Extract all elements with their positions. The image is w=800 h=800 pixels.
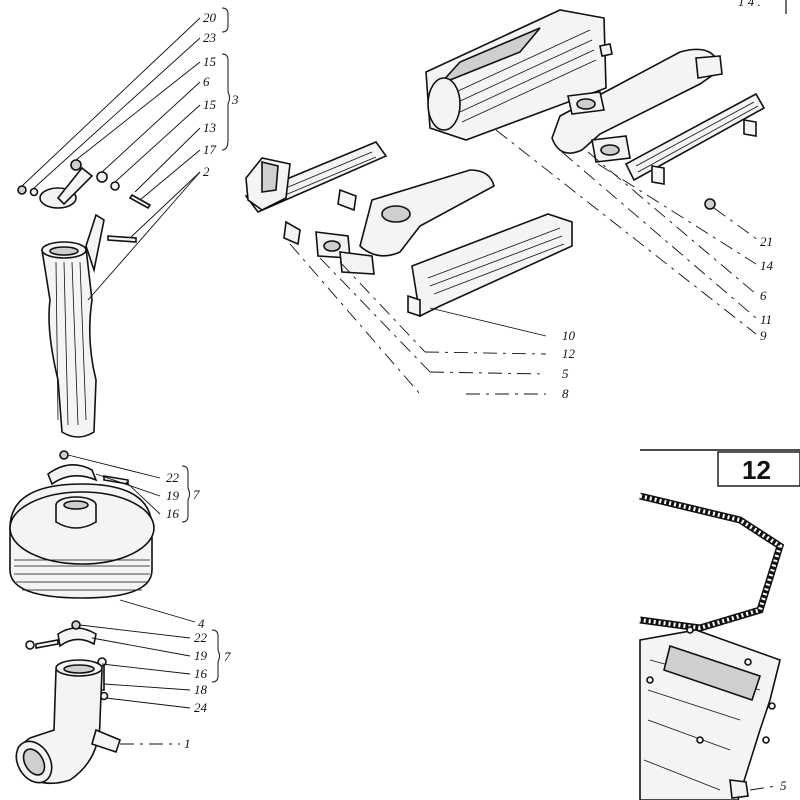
callout-11: 11 <box>760 312 772 327</box>
callout-5-pan: 5 <box>780 778 787 793</box>
exhaust-pipe-right <box>551 48 723 163</box>
intake-pipe <box>41 213 105 438</box>
callout-6: 6 <box>203 74 210 89</box>
mid-leaders: 10 12 5 8 <box>289 243 576 401</box>
callout-9: 9 <box>760 328 767 343</box>
callout-18: 18 <box>194 682 208 697</box>
oil-pan-inset: 5 <box>639 492 787 800</box>
callout-22: 22 <box>166 470 180 485</box>
filter-leaders: 22 19 16 7 4 <box>67 454 205 631</box>
callout-19b: 19 <box>194 648 208 663</box>
callout-7a: 7 <box>193 487 200 502</box>
clamp-and-elbow <box>15 620 121 785</box>
callout-5: 5 <box>562 366 569 381</box>
corner-mark: 1 4 . <box>738 0 761 9</box>
callout-20: 20 <box>203 10 217 25</box>
callout-23: 23 <box>203 30 217 45</box>
heat-shield-mid <box>407 213 573 318</box>
callout-3: 3 <box>231 92 239 107</box>
brace-group-7a <box>181 465 190 523</box>
exhaust-pipe-mid <box>315 169 495 275</box>
callout-16b: 16 <box>194 666 208 681</box>
callout-6b: 6 <box>760 288 767 303</box>
air-filter <box>9 450 155 599</box>
bottom-leaders: 22 19 16 18 24 7 1 <box>79 624 231 751</box>
callout-4: 4 <box>198 616 205 631</box>
callout-15b: 15 <box>203 97 217 112</box>
callout-1: 1 <box>184 736 191 751</box>
heat-shield-right <box>599 43 766 185</box>
right-hardware <box>704 198 716 210</box>
pipe-cap <box>17 159 152 243</box>
brace-group-7b <box>211 629 220 683</box>
callout-7b: 7 <box>224 649 231 664</box>
callout-2: 2 <box>203 164 210 179</box>
left-top-labels: 20 23 15 6 15 13 17 2 3 <box>203 7 239 179</box>
callout-14: 14 <box>760 258 774 273</box>
page-number-box: 12 <box>640 449 800 487</box>
brace-group-3 <box>221 53 230 151</box>
callout-21: 21 <box>760 234 773 249</box>
callout-8: 8 <box>562 386 569 401</box>
callout-13: 13 <box>203 120 217 135</box>
brace-top <box>221 7 229 33</box>
callout-10: 10 <box>562 328 576 343</box>
callout-24: 24 <box>194 700 208 715</box>
intake-manifold-right <box>425 9 607 141</box>
callout-16: 16 <box>166 506 180 521</box>
exhaust-manifold-left <box>244 141 388 246</box>
right-leaders: 21 14 6 11 9 <box>495 129 774 343</box>
page-number: 12 <box>742 455 771 485</box>
callout-17: 17 <box>203 142 217 157</box>
callout-12: 12 <box>562 346 576 361</box>
callout-22b: 22 <box>194 630 208 645</box>
left-top-leaders <box>21 17 201 301</box>
callout-19: 19 <box>166 488 180 503</box>
callout-15: 15 <box>203 54 217 69</box>
